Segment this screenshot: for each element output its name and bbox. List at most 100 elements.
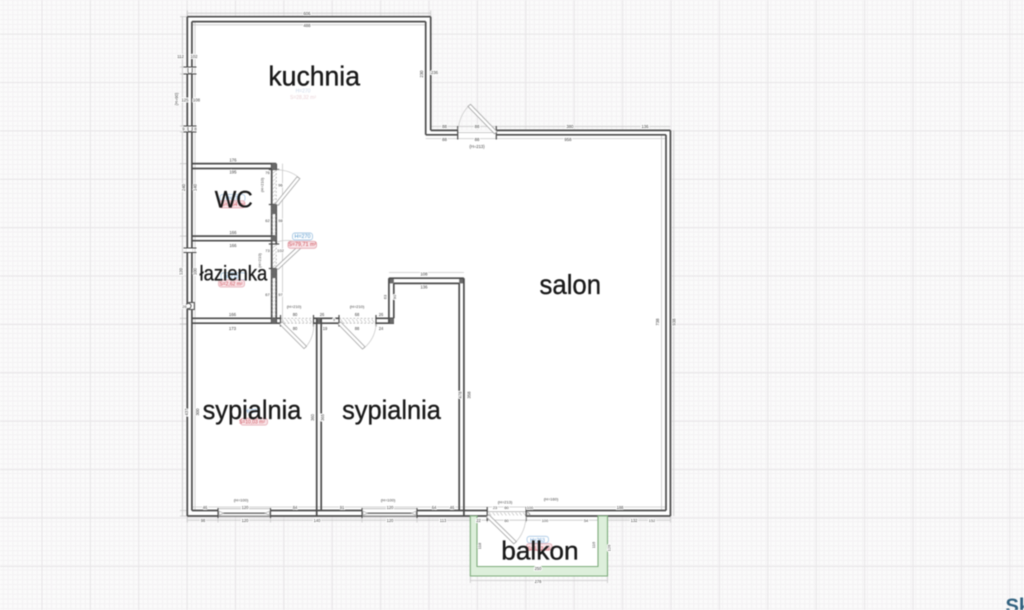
svg-text:166: 166 [229,230,237,235]
svg-text:9: 9 [182,127,185,132]
svg-text:100: 100 [542,518,549,523]
svg-text:H=270: H=270 [224,275,239,281]
svg-text:250: 250 [535,566,543,571]
svg-text:90: 90 [392,294,397,299]
svg-text:88: 88 [475,137,480,142]
svg-text:balkon: balkon [501,536,578,566]
svg-text:60: 60 [504,505,509,510]
svg-text:100: 100 [193,267,198,275]
svg-text:278: 278 [535,579,543,584]
svg-text:100: 100 [527,505,534,510]
svg-text:H=263: H=263 [530,538,545,544]
svg-text:Sketch: Sketch [1006,595,1024,610]
svg-text:(H=90): (H=90) [174,92,179,106]
svg-text:(H=210): (H=210) [350,304,365,309]
svg-text:365: 365 [320,413,325,421]
svg-text:112: 112 [177,54,184,59]
svg-text:132: 132 [631,518,639,523]
svg-text:19: 19 [323,326,328,331]
svg-text:358: 358 [467,391,472,399]
svg-text:166: 166 [229,312,237,317]
svg-text:120: 120 [179,267,184,275]
svg-text:98: 98 [201,518,206,523]
svg-text:108: 108 [420,272,428,277]
svg-text:23: 23 [493,505,497,510]
svg-text:91: 91 [340,505,345,510]
svg-text:(H=210): (H=210) [257,253,262,268]
svg-text:H=270: H=270 [296,89,311,95]
svg-text:140: 140 [314,518,322,523]
svg-text:46: 46 [450,505,455,510]
svg-text:80: 80 [293,312,298,317]
svg-text:76: 76 [265,170,270,175]
svg-text:(H=100): (H=100) [381,498,396,503]
svg-text:68: 68 [355,312,360,317]
svg-text:54: 54 [584,518,589,523]
svg-text:938: 938 [672,318,677,326]
svg-text:24: 24 [379,326,384,331]
svg-text:300: 300 [195,408,200,416]
svg-text:188: 188 [617,505,625,510]
svg-text:116: 116 [591,541,596,548]
svg-text:120: 120 [387,518,395,523]
svg-text:sypialnia: sypialnia [203,395,303,425]
svg-text:98: 98 [278,218,283,223]
svg-text:9: 9 [333,318,335,322]
svg-text:S=2,64 m²: S=2,64 m² [221,202,245,208]
svg-text:salon: salon [540,269,602,300]
svg-text:176: 176 [229,157,237,162]
svg-text:88: 88 [442,137,447,142]
svg-text:240: 240 [181,183,186,191]
svg-text:166: 166 [229,243,237,248]
svg-text:140: 140 [193,183,198,191]
svg-text:22: 22 [476,518,481,523]
svg-text:73: 73 [265,248,270,253]
svg-text:(H=100): (H=100) [234,498,249,503]
svg-text:136: 136 [420,285,428,290]
svg-text:26: 26 [379,312,384,317]
svg-text:136: 136 [641,124,649,129]
svg-text:26: 26 [320,312,325,317]
svg-text:88: 88 [355,326,360,331]
svg-text:(H=210): (H=210) [260,177,265,192]
svg-text:62: 62 [265,218,270,223]
svg-text:S=2,62 m²: S=2,62 m² [219,282,243,288]
svg-text:(H=210): (H=210) [287,304,302,309]
svg-text:606: 606 [303,11,311,16]
svg-text:46: 46 [203,505,208,510]
svg-text:102: 102 [277,248,284,253]
svg-text:84: 84 [293,505,298,510]
svg-text:125: 125 [181,98,189,103]
svg-text:(H=213): (H=213) [469,144,485,149]
svg-text:118: 118 [477,542,482,549]
svg-text:120: 120 [387,505,395,510]
svg-text:360: 360 [310,413,315,421]
svg-text:S=28,32 m²: S=28,32 m² [290,95,316,101]
svg-text:230: 230 [419,70,424,78]
svg-text:437: 437 [184,408,189,416]
svg-text:738: 738 [655,318,660,326]
svg-text:kuchnia: kuchnia [268,60,360,91]
svg-text:97: 97 [278,292,283,297]
svg-text:102: 102 [190,54,198,59]
svg-text:126: 126 [607,544,612,551]
svg-text:63: 63 [383,294,388,299]
svg-text:120: 120 [242,505,250,510]
svg-text:380: 380 [566,124,574,129]
svg-text:88: 88 [442,124,447,129]
svg-text:88: 88 [475,124,480,129]
svg-text:WC: WC [215,187,253,214]
svg-text:113: 113 [440,518,447,523]
svg-text:8: 8 [194,127,197,132]
svg-text:64: 64 [432,505,437,510]
svg-text:236: 236 [431,70,439,75]
svg-text:108: 108 [193,98,201,103]
svg-text:120: 120 [242,518,250,523]
svg-text:S=6,72 m²: S=6,72 m² [527,547,551,553]
svg-text:152: 152 [649,518,656,523]
svg-text:173: 173 [229,326,237,331]
svg-text:958: 958 [564,137,572,142]
svg-text:80: 80 [293,326,298,331]
svg-text:H=270: H=270 [226,196,241,202]
svg-text:195: 195 [229,169,237,174]
